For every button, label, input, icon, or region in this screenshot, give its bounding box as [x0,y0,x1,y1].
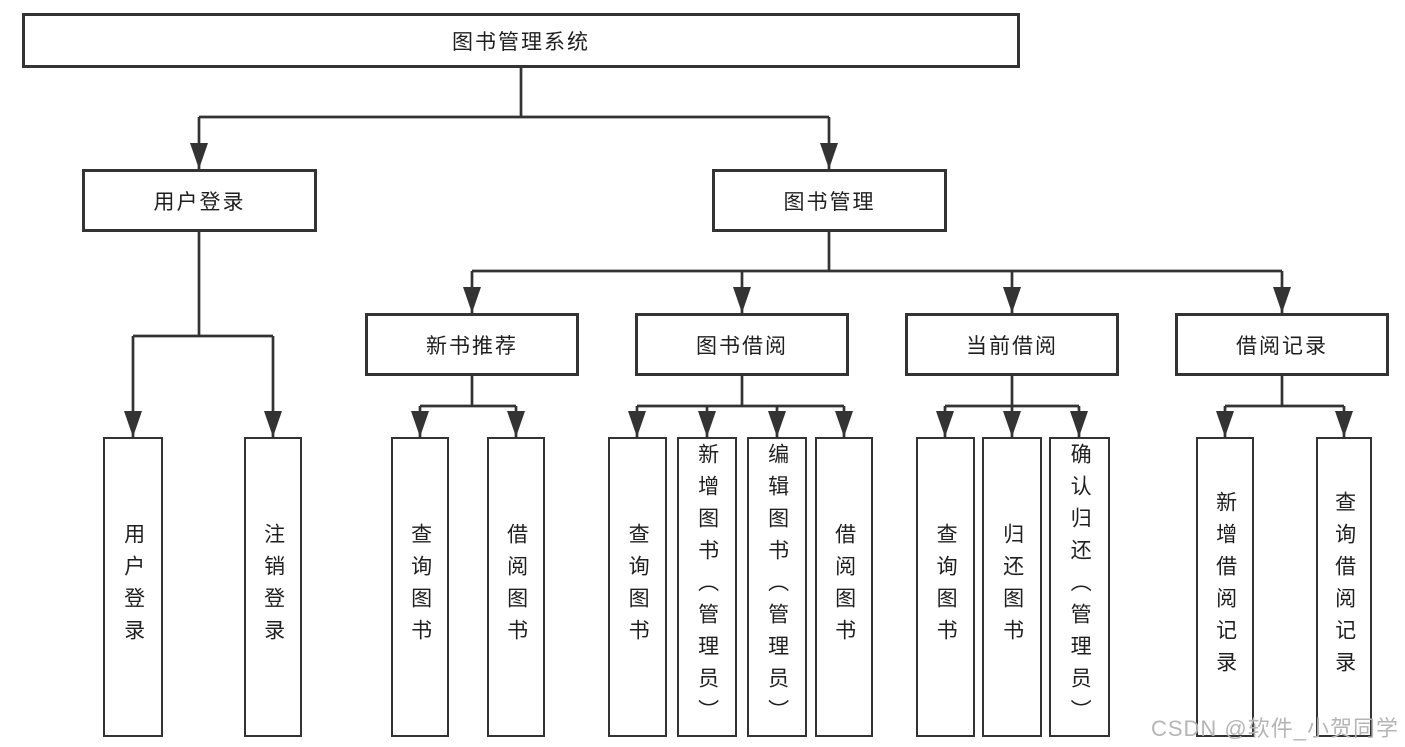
leaf-user-login: 用户登录 [103,437,163,737]
node-new-book-recommendation: 新书推荐 [365,313,579,376]
node-borrow-records: 借阅记录 [1175,313,1389,376]
node-label: 新书推荐 [426,334,518,358]
node-label: 注销登录 [261,523,285,651]
node-label: 图书借阅 [696,334,788,358]
node-label: 图书管理 [783,190,876,214]
leaf-query-borrow-record: 查询借阅记录 [1316,437,1372,737]
leaf-add-borrow-record: 新增借阅记录 [1196,437,1254,737]
node-label: 查询图书 [626,523,650,651]
leaf-query-books-borrowing: 查询图书 [608,437,667,737]
node-book-borrowing: 图书借阅 [635,313,849,376]
leaf-confirm-return-admin: 确认归还（管理员） [1049,437,1110,737]
node-label: 归还图书 [1000,523,1024,651]
node-user-login: 用户登录 [82,169,317,232]
node-label: 查询图书 [934,523,958,651]
node-label: 借阅图书 [832,523,856,651]
node-label: 用户登录 [153,190,246,214]
leaf-return-books: 归还图书 [982,437,1042,737]
node-label: 新增借阅记录 [1213,491,1237,683]
leaf-edit-books-admin: 编辑图书（管理员） [747,437,807,737]
node-label: 当前借阅 [966,334,1058,358]
leaf-query-books-recommend: 查询图书 [391,437,449,737]
node-book-management: 图书管理 [712,169,947,232]
leaf-logout: 注销登录 [244,437,302,737]
node-label: 编辑图书（管理员） [765,443,789,731]
node-root-library-system: 图书管理系统 [22,13,1020,68]
node-label: 查询借阅记录 [1332,491,1356,683]
node-label: 新增图书（管理员） [695,443,719,731]
leaf-borrow-books-recommend: 借阅图书 [487,437,545,737]
node-label: 借阅记录 [1236,334,1328,358]
node-label: 查询图书 [408,523,432,651]
node-label: 用户登录 [121,523,145,651]
node-current-borrowing: 当前借阅 [905,313,1119,376]
csdn-watermark: CSDN @软件_小贺同学 [1150,716,1399,741]
leaf-add-books-admin: 新增图书（管理员） [677,437,737,737]
node-label: 借阅图书 [504,523,528,651]
leaf-borrow-books-borrowing: 借阅图书 [815,437,873,737]
node-label: 确认归还（管理员） [1068,443,1092,731]
node-label: 图书管理系统 [452,30,590,54]
leaf-query-books-current: 查询图书 [916,437,975,737]
